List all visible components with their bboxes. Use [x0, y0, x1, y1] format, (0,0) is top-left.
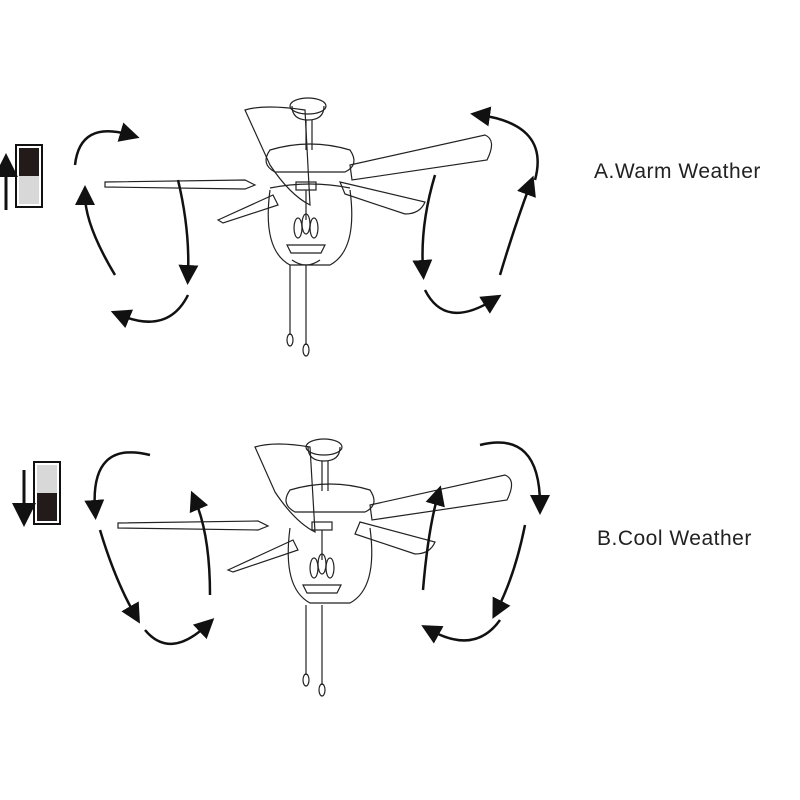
warm-weather-label: A.Warm Weather: [594, 160, 761, 183]
airflow-arrows-left: [84, 451, 215, 646]
airflow-arrows-right: [412, 106, 539, 315]
reverse-switch-down-icon: [12, 461, 61, 527]
airflow-arrows-right: [421, 441, 550, 644]
reverse-switch-up-icon: [0, 144, 43, 210]
ceiling-fan-updraft-illustration: [0, 97, 539, 357]
airflow-arrows-left: [73, 122, 199, 329]
cool-weather-panel: B.Cool Weather: [0, 425, 800, 755]
ceiling-fan-icon: [104, 97, 493, 357]
ceiling-fan-icon: [117, 438, 513, 697]
ceiling-fan-downdraft-illustration: [12, 438, 550, 697]
warm-weather-panel: A.Warm Weather: [0, 70, 800, 400]
cool-weather-label: B.Cool Weather: [597, 527, 752, 550]
